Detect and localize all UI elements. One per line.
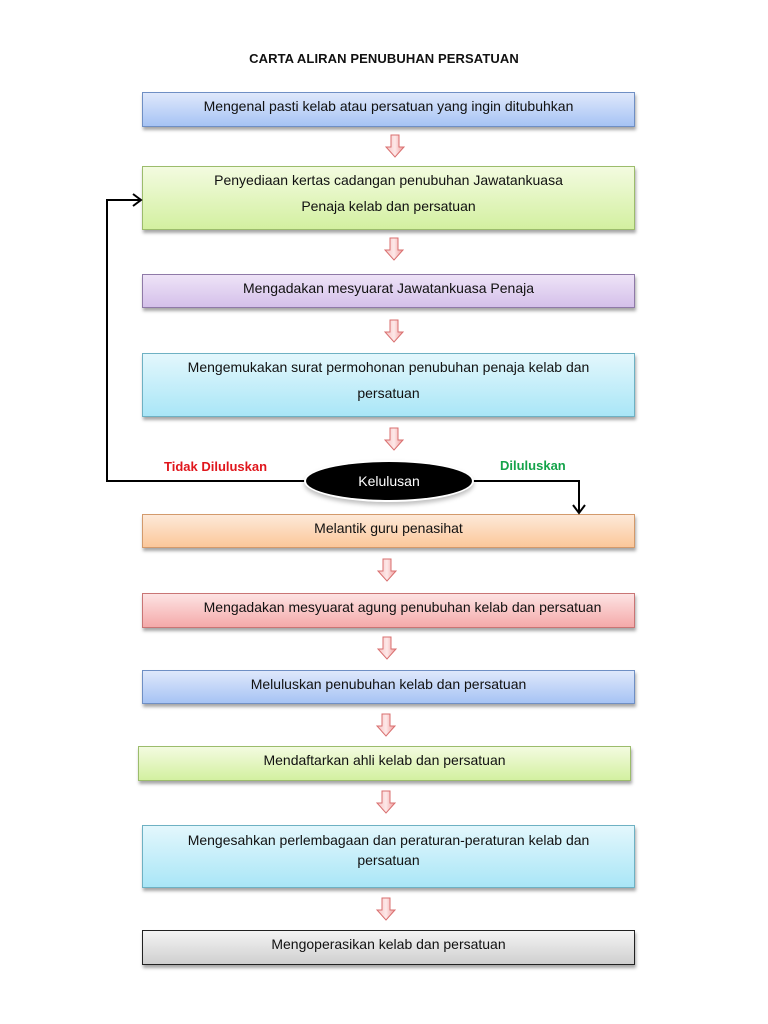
down-arrow-icon — [384, 237, 404, 261]
step-7-text: Meluluskan penubuhan kelab dan persatuan — [250, 676, 527, 692]
step-1-box: Mengenal pasti kelab atau persatuan yang… — [142, 92, 635, 127]
step-8-box: Mendaftarkan ahli kelab dan persatuan — [138, 746, 631, 781]
down-arrow-icon — [376, 897, 396, 921]
down-arrow-icon — [385, 134, 405, 158]
decision-label: Kelulusan — [358, 473, 420, 489]
down-arrow-icon — [377, 636, 397, 660]
not-approved-label: Tidak Diluluskan — [164, 459, 268, 474]
step-8-text: Mendaftarkan ahli kelab dan persatuan — [263, 752, 506, 768]
rejected-arrowhead — [132, 193, 143, 207]
step-4-box: Mengemukakan surat permohonan penubuhan … — [142, 353, 635, 417]
step-2-box: Penyediaan kertas cadangan penubuhan Jaw… — [142, 166, 635, 230]
step-1-text: Mengenal pasti kelab atau persatuan yang… — [203, 98, 574, 114]
approved-arrowhead — [572, 504, 586, 515]
step-6-box: Mengadakan mesyuarat agung penubuhan kel… — [142, 593, 635, 628]
step-7-box: Meluluskan penubuhan kelab dan persatuan — [142, 670, 635, 704]
approved-label: Diluluskan — [500, 458, 566, 473]
step-10-box: Mengoperasikan kelab dan persatuan — [142, 930, 635, 965]
step-5-text: Melantik guru penasihat — [314, 520, 463, 536]
step-9-text: Mengesahkan perlembagaan dan peraturan-p… — [187, 832, 590, 868]
step-9-box: Mengesahkan perlembagaan dan peraturan-p… — [142, 825, 635, 888]
step-6-text: Mengadakan mesyuarat agung penubuhan kel… — [203, 599, 602, 615]
down-arrow-icon — [377, 558, 397, 582]
step-2-text: Penyediaan kertas cadangan penubuhan Jaw… — [214, 172, 563, 214]
step-4-text: Mengemukakan surat permohonan penubuhan … — [187, 359, 590, 401]
down-arrow-icon — [384, 427, 404, 451]
step-10-text: Mengoperasikan kelab dan persatuan — [271, 936, 506, 952]
down-arrow-icon — [376, 713, 396, 737]
chart-title: CARTA ALIRAN PENUBUHAN PERSATUAN — [249, 51, 519, 66]
decision-ellipse: Kelulusan — [306, 462, 472, 500]
approved-line — [472, 480, 580, 512]
step-3-text: Mengadakan mesyuarat Jawatankuasa Penaja — [242, 280, 535, 296]
down-arrow-icon — [384, 319, 404, 343]
rejected-loop-line — [106, 199, 306, 482]
step-3-box: Mengadakan mesyuarat Jawatankuasa Penaja — [142, 274, 635, 308]
down-arrow-icon — [376, 790, 396, 814]
step-5-box: Melantik guru penasihat — [142, 514, 635, 548]
